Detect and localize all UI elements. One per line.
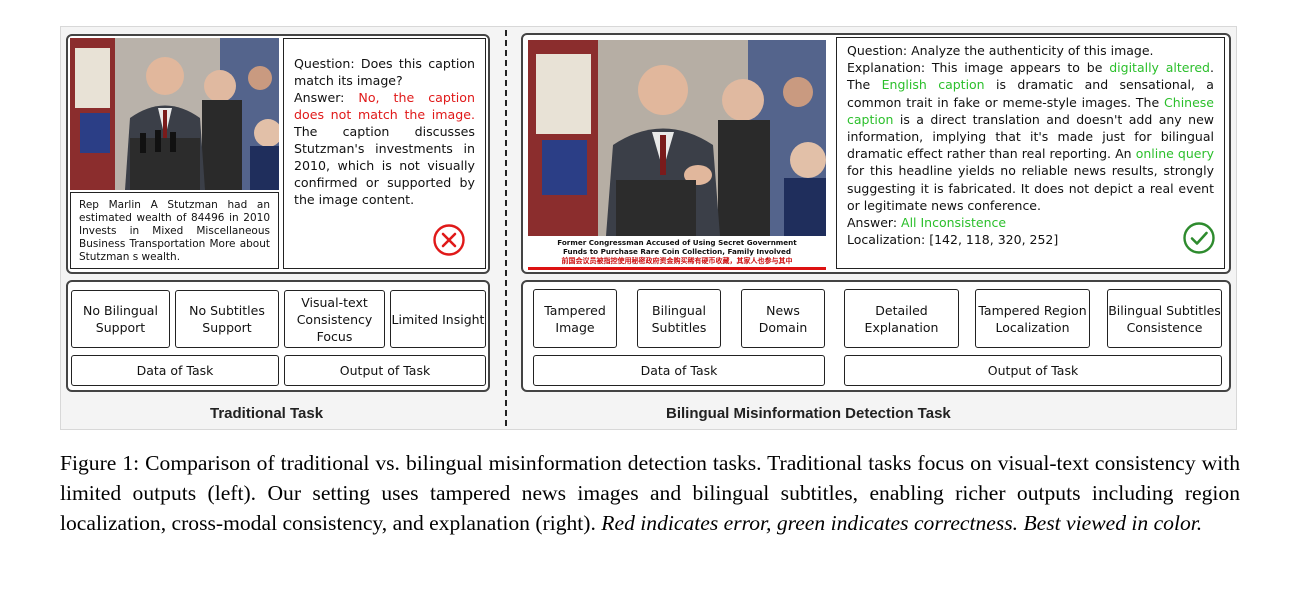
- explanation-part-a: is dramatic and sensational, a common tr…: [847, 77, 1214, 110]
- highlight-chinese-caption: Chinese caption: [847, 94, 1214, 127]
- image-caption: Rep Marlin A Stutzman had an estimated w…: [70, 192, 279, 269]
- feature-bilingual-subtitles: Bilingual Subtitles: [637, 289, 721, 348]
- answer-label: Answer:: [847, 215, 898, 231]
- question-text: Question: Analyze the authenticity of th…: [847, 43, 1154, 58]
- feature-tampered-image: Tampered Image: [533, 289, 617, 348]
- qa-text: Question: Does this caption match its im…: [294, 55, 475, 208]
- figure-caption-main: Figure 1: Comparison of traditional vs. …: [60, 451, 1240, 535]
- explanation-text: The caption discusses Stutzman's investm…: [294, 124, 475, 207]
- output-of-task-label: Output of Task: [844, 355, 1222, 386]
- bilingual-subtitles: Former Congressman Accused of Using Secr…: [528, 236, 826, 270]
- traditional-task-title: Traditional Task: [210, 405, 324, 422]
- answer-value: All Inconsistence: [901, 215, 1007, 231]
- qa-box: Question: Does this caption match its im…: [283, 38, 486, 269]
- highlight-online-query: online query: [1135, 146, 1214, 162]
- x-circle-icon: [432, 223, 466, 261]
- feature-limited-insight: Limited Insight: [390, 290, 486, 348]
- data-of-task-label: Data of Task: [533, 355, 825, 386]
- explanation-label: Explanation: This image appears to be: [847, 60, 1103, 76]
- figure-caption-italic: Red indicates error, green indicates cor…: [601, 511, 1203, 535]
- question-text: Question: Does this caption match its im…: [294, 56, 475, 88]
- localization-text: Localization: [142, 118, 320, 252]: [847, 232, 1059, 248]
- explanation-part-b: is a direct translation and doesn't add …: [847, 111, 1214, 162]
- answer-label: Answer:: [294, 90, 345, 105]
- bilingual-task-title: Bilingual Misinformation Detection Task: [666, 405, 951, 422]
- explanation-part-c: for this headline yields no reliable new…: [847, 163, 1214, 213]
- analysis-text: Question: Analyze the authenticity of th…: [847, 43, 1214, 248]
- chinese-subtitle: 前国会议员被指控使用秘密政府资金购买稀有硬币收藏，其家人也参与其中: [561, 257, 793, 265]
- highlight-english-caption: English caption: [881, 77, 985, 93]
- data-of-task-label: Data of Task: [71, 355, 279, 386]
- feature-no-subtitles: No Subtitles Support: [175, 290, 279, 348]
- tampered-news-photo: [528, 40, 826, 236]
- explanation-the: The: [847, 77, 871, 93]
- feature-bilingual-subtitles-consistence: Bilingual Subtitles Consistence: [1107, 289, 1222, 348]
- answer-value: No, the caption does not match the image…: [294, 90, 475, 122]
- output-of-task-label: Output of Task: [284, 355, 486, 386]
- news-photo: [70, 38, 279, 190]
- highlight-digitally-altered: digitally altered: [1109, 60, 1210, 76]
- figure-caption: Figure 1: Comparison of traditional vs. …: [60, 448, 1240, 538]
- feature-tampered-region-localization: Tampered Region Localization: [975, 289, 1090, 348]
- feature-detailed-explanation: Detailed Explanation: [844, 289, 959, 348]
- analysis-box: Question: Analyze the authenticity of th…: [836, 37, 1225, 269]
- panel-divider: [505, 30, 507, 426]
- feature-no-bilingual: No Bilingual Support: [71, 290, 170, 348]
- check-circle-icon: [1182, 221, 1216, 259]
- english-subtitle: Former Congressman Accused of Using Secr…: [557, 238, 797, 256]
- feature-news-domain: News Domain: [741, 289, 825, 348]
- feature-visual-text-consistency: Visual-text Consistency Focus: [284, 290, 385, 348]
